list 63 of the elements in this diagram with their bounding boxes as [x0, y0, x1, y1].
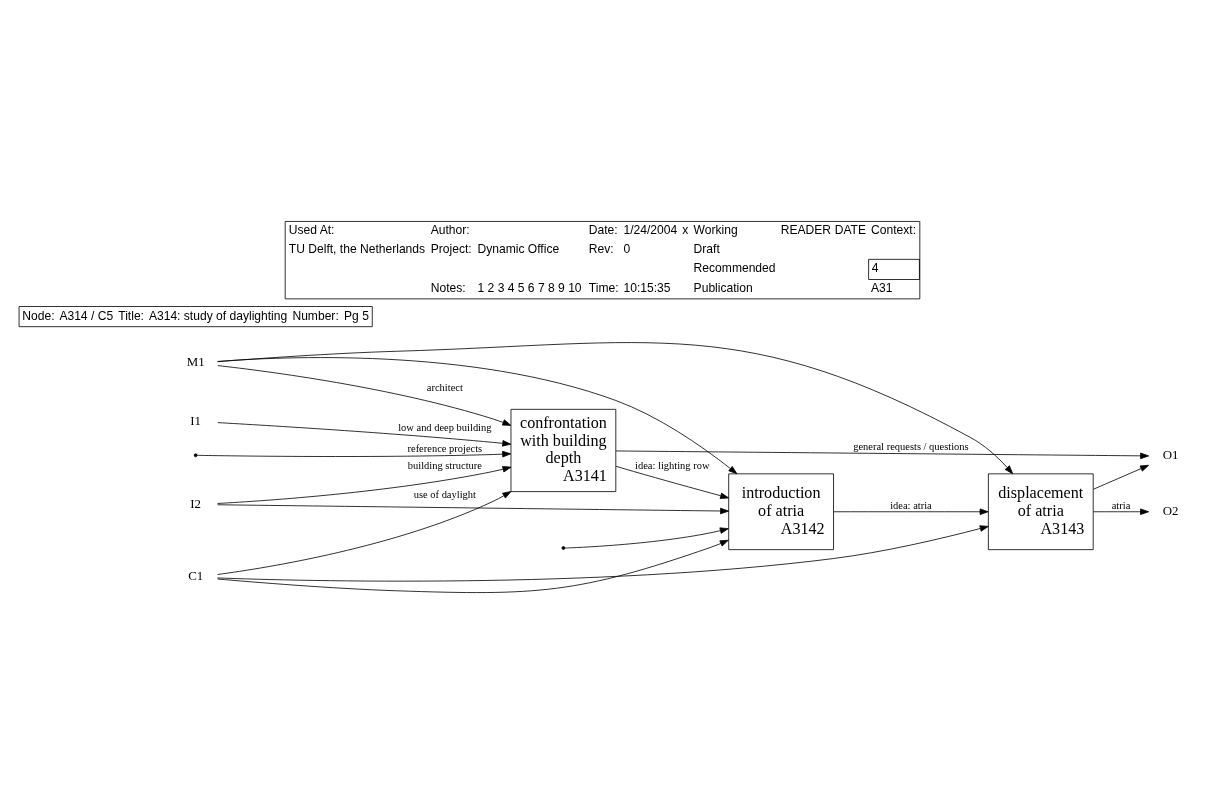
label: Author:	[430, 223, 470, 238]
label: Pg 5	[344, 308, 369, 323]
label: Working	[693, 223, 738, 238]
arrow	[564, 527, 729, 549]
node-text: I1	[190, 413, 202, 428]
label: x	[682, 223, 689, 238]
arrow	[615, 450, 1150, 460]
edge-label: idea: lighting row	[635, 459, 710, 471]
node-box: introduction of atria A3142	[728, 473, 834, 551]
label: A314: study of daylighting	[148, 308, 288, 323]
node-text: C1	[188, 569, 204, 584]
edge-label: atria	[1111, 499, 1131, 511]
node-box: confrontation with building depth A3141	[510, 408, 617, 492]
edge-label: low and deep building	[398, 422, 492, 434]
label: 10:15:35	[623, 280, 671, 295]
label: A314 / C5	[59, 308, 114, 323]
label: Publication	[693, 280, 753, 295]
arrow	[217, 491, 512, 575]
arrow	[217, 365, 512, 426]
label: 0	[623, 241, 631, 256]
label: Draft	[693, 241, 720, 256]
label: Used At:	[288, 223, 335, 238]
edge-label: building structure	[407, 459, 482, 471]
arrow	[833, 508, 989, 515]
label: Time:	[588, 280, 619, 295]
label: Context:	[871, 223, 917, 238]
label: READER	[780, 223, 832, 238]
arrow	[217, 466, 512, 504]
arrow	[217, 539, 729, 593]
label: Number:	[292, 308, 339, 323]
label: TU Delft, the Netherlands	[288, 241, 426, 256]
label: Rev:	[588, 241, 614, 256]
edge-label: reference projects	[407, 442, 483, 454]
node-text: M1	[186, 355, 205, 370]
arrow	[1092, 508, 1149, 515]
label: A31	[871, 280, 893, 295]
edge-label: idea: atria	[890, 499, 932, 511]
label: Notes:	[430, 280, 466, 295]
arrow	[615, 465, 729, 499]
label: Node:	[22, 308, 55, 323]
label: Dynamic Office	[477, 241, 560, 256]
label: Recommended	[693, 261, 776, 276]
label: Date:	[588, 223, 618, 238]
arrow	[196, 450, 512, 458]
node-text: O1	[1162, 448, 1179, 463]
edge-label: architect	[426, 382, 463, 394]
arrow	[217, 504, 729, 515]
arrow	[217, 422, 512, 447]
arrow	[217, 357, 738, 475]
label: DATE	[834, 223, 867, 238]
label: Project:	[430, 241, 472, 256]
label: 4	[871, 261, 879, 276]
label: Title:	[118, 308, 144, 323]
edge-label: use of daylight	[413, 489, 476, 501]
arrow	[217, 342, 1014, 475]
arrow	[1092, 464, 1149, 490]
edge-label: general requests / questions	[853, 440, 969, 452]
label: 1 2 3 4 5 6 7 8 9 10	[477, 280, 582, 295]
node-text: I2	[190, 496, 202, 511]
node-box: displacement of atria A3143	[987, 473, 1094, 551]
arrow	[217, 525, 989, 582]
label: 1/24/2004	[623, 223, 678, 238]
node-text: O2	[1162, 503, 1179, 518]
